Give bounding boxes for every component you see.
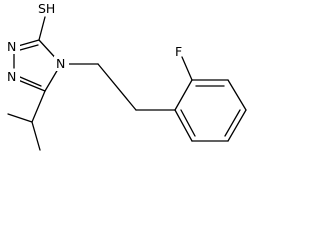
bond-c6-c1 xyxy=(174,109,193,142)
n4-label: N xyxy=(56,56,65,71)
n1-label-background xyxy=(5,69,20,84)
bond-c3-c4 xyxy=(227,79,247,111)
bond-c4-c5 xyxy=(227,109,247,142)
bond-c2-f xyxy=(181,56,193,81)
bond-c5-n1 xyxy=(17,79,46,92)
n4-label-background xyxy=(54,56,69,71)
bond-ch2a-ch2b xyxy=(97,63,137,111)
bond-n2-c3 xyxy=(17,39,40,47)
bond-c3-s xyxy=(38,16,46,41)
chemical-structure-diagram: SH F N N N xyxy=(5,1,247,151)
n1-label: N xyxy=(7,69,16,84)
fluorine-label: F xyxy=(175,44,182,59)
n2-label: N xyxy=(7,39,16,54)
n2-label-background xyxy=(5,39,20,54)
bond-c5-ch xyxy=(31,90,46,123)
triazole-ring xyxy=(13,39,62,92)
bond-c5-n1-double xyxy=(19,76,42,87)
bond-c4-c5-inner xyxy=(224,109,241,137)
thiol-label: SH xyxy=(38,1,55,16)
bond-ch-me2 xyxy=(31,121,41,151)
bond-c1-c2 xyxy=(174,79,193,111)
bond-n2-c3-double xyxy=(19,44,39,51)
isopropyl-group xyxy=(7,90,46,151)
ethylene-linker xyxy=(60,63,176,111)
benzene-ring xyxy=(174,79,247,142)
bond-ch-me1 xyxy=(7,113,33,123)
bond-c6-c1-inner xyxy=(180,109,196,137)
